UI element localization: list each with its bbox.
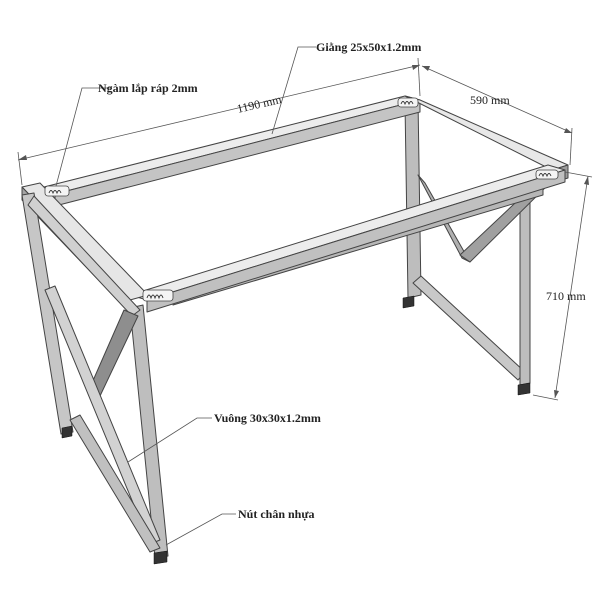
dimension-width: 590 mm bbox=[421, 65, 573, 166]
callout-nut-chan: Nút chân nhựa bbox=[165, 507, 315, 546]
back-long-rail-top bbox=[39, 95, 421, 195]
giang-callout-label: Giằng 25x50x1.2mm bbox=[316, 40, 421, 54]
left-front-post bbox=[129, 304, 169, 559]
connector-back-right bbox=[397, 97, 419, 108]
back-long-rail-side bbox=[54, 99, 421, 207]
connector-back-left bbox=[44, 185, 70, 197]
connector-front-right bbox=[535, 169, 559, 180]
left-leg bbox=[21, 192, 169, 565]
connectors bbox=[44, 97, 559, 302]
callout-giang: Giằng 25x50x1.2mm bbox=[271, 40, 421, 135]
width-dimension-label: 590 mm bbox=[470, 93, 510, 107]
vuong-callout-label: Vuông 30x30x1.2mm bbox=[214, 411, 321, 425]
left-front-foot bbox=[153, 550, 168, 565]
dimension-height: 710 mm bbox=[532, 171, 593, 401]
ngam-callout-label: Ngàm lắp ráp 2mm bbox=[98, 81, 198, 95]
back-right-post bbox=[404, 99, 422, 299]
back-right-foot bbox=[402, 295, 415, 309]
back-right-leg bbox=[402, 99, 556, 396]
front-long-rail-side bbox=[146, 169, 566, 313]
left-rear-foot bbox=[61, 425, 73, 439]
callout-ngam: Ngàm lắp ráp 2mm bbox=[55, 81, 198, 187]
right-short-rail-top bbox=[404, 95, 569, 171]
nut-chan-callout-label: Nút chân nhựa bbox=[238, 507, 315, 521]
callout-vuong: Vuông 30x30x1.2mm bbox=[127, 411, 321, 463]
right-front-foot bbox=[517, 382, 531, 396]
height-dimension-label: 710 mm bbox=[546, 289, 586, 303]
connector-front-left bbox=[142, 289, 174, 302]
left-diagonal-bottom bbox=[69, 414, 161, 553]
back-right-diagonal-lower bbox=[412, 275, 526, 381]
left-rear-post bbox=[21, 192, 74, 435]
left-diagonal-lower bbox=[44, 285, 161, 545]
length-dimension-label: 1190 mm bbox=[236, 92, 284, 116]
